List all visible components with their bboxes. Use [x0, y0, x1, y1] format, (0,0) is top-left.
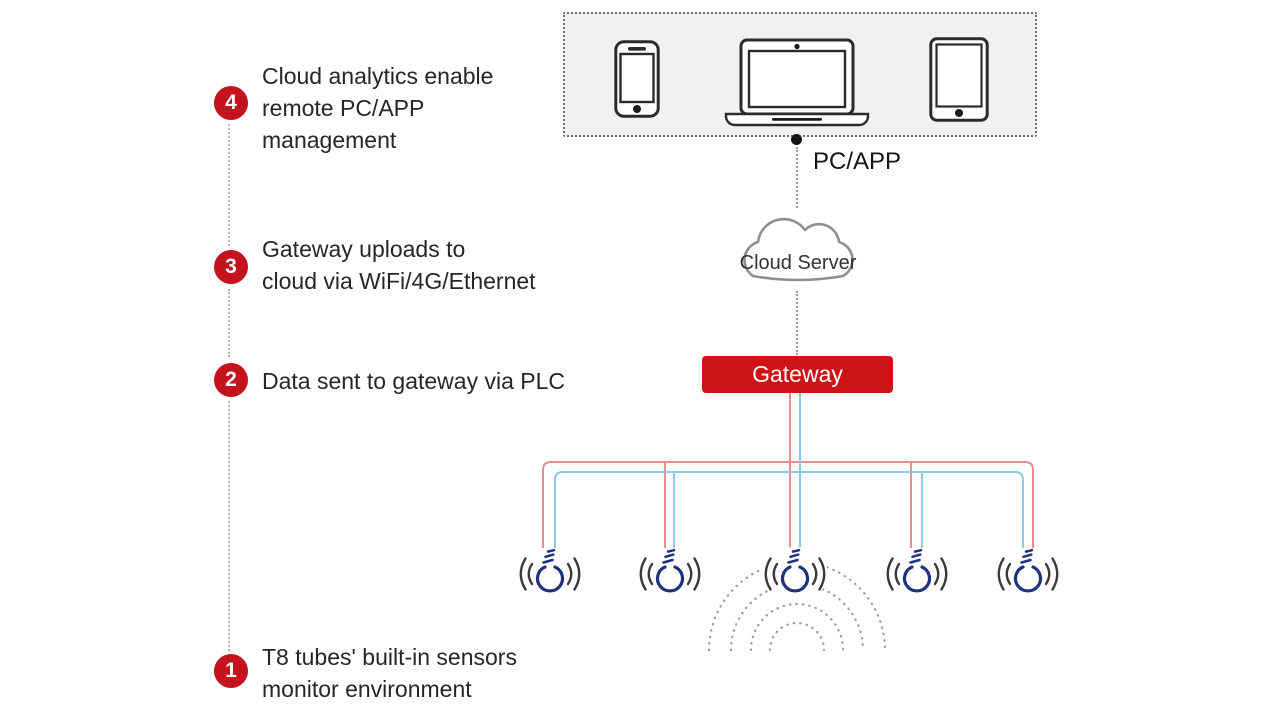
- step-3-line-1: Gateway uploads to: [262, 236, 466, 262]
- pc-app-label: PC/APP: [813, 148, 902, 175]
- tablet-icon: [929, 37, 989, 122]
- t8-bulb-icon-1: [519, 548, 581, 593]
- cloud-label: Cloud Server: [739, 252, 857, 274]
- step-connector-3-2: [228, 289, 230, 357]
- gateway-box: Gateway: [702, 356, 893, 393]
- step-4-line-1: Cloud analytics enable: [262, 63, 494, 89]
- step-2-line-1: Data sent to gateway via PLC: [262, 368, 565, 394]
- cloud-icon: [743, 217, 854, 282]
- step-4-text: Cloud analytics enable remote PC/APP man…: [262, 60, 493, 156]
- step-3-text: Gateway uploads to cloud via WiFi/4G/Eth…: [262, 233, 536, 297]
- laptop-icon: [724, 38, 870, 127]
- plc-wires: [542, 393, 1034, 548]
- step-connector-2-1: [228, 401, 230, 651]
- cloud-to-gateway-dotted-line: [796, 291, 798, 355]
- gateway-label: Gateway: [752, 361, 843, 387]
- step-connector-4-3: [228, 124, 230, 246]
- step-4-badge: 4: [214, 86, 248, 120]
- step-4-line-2: remote PC/APP: [262, 95, 425, 121]
- step-2-badge: 2: [214, 363, 248, 397]
- step-3-badge: 3: [214, 250, 248, 284]
- step-4-line-3: management: [262, 127, 397, 153]
- step-3-line-2: cloud via WiFi/4G/Ethernet: [262, 268, 536, 294]
- t8-bulb-icon-4: [886, 548, 948, 593]
- step-2-text: Data sent to gateway via PLC: [262, 365, 565, 397]
- step-1-line-2: monitor environment: [262, 676, 472, 702]
- step-1-line-1: T8 tubes' built-in sensors: [262, 644, 517, 670]
- step-1-text: T8 tubes' built-in sensors monitor envir…: [262, 641, 517, 705]
- devices-to-cloud-dotted-line: [796, 147, 798, 208]
- smartphone-icon: [614, 40, 660, 118]
- connector-dot: [791, 134, 802, 145]
- t8-bulb-icon-2: [639, 548, 701, 593]
- t8-bulb-icon-3: [762, 547, 828, 601]
- step-1-badge: 1: [214, 654, 248, 688]
- t8-bulb-icon-5: [997, 548, 1059, 593]
